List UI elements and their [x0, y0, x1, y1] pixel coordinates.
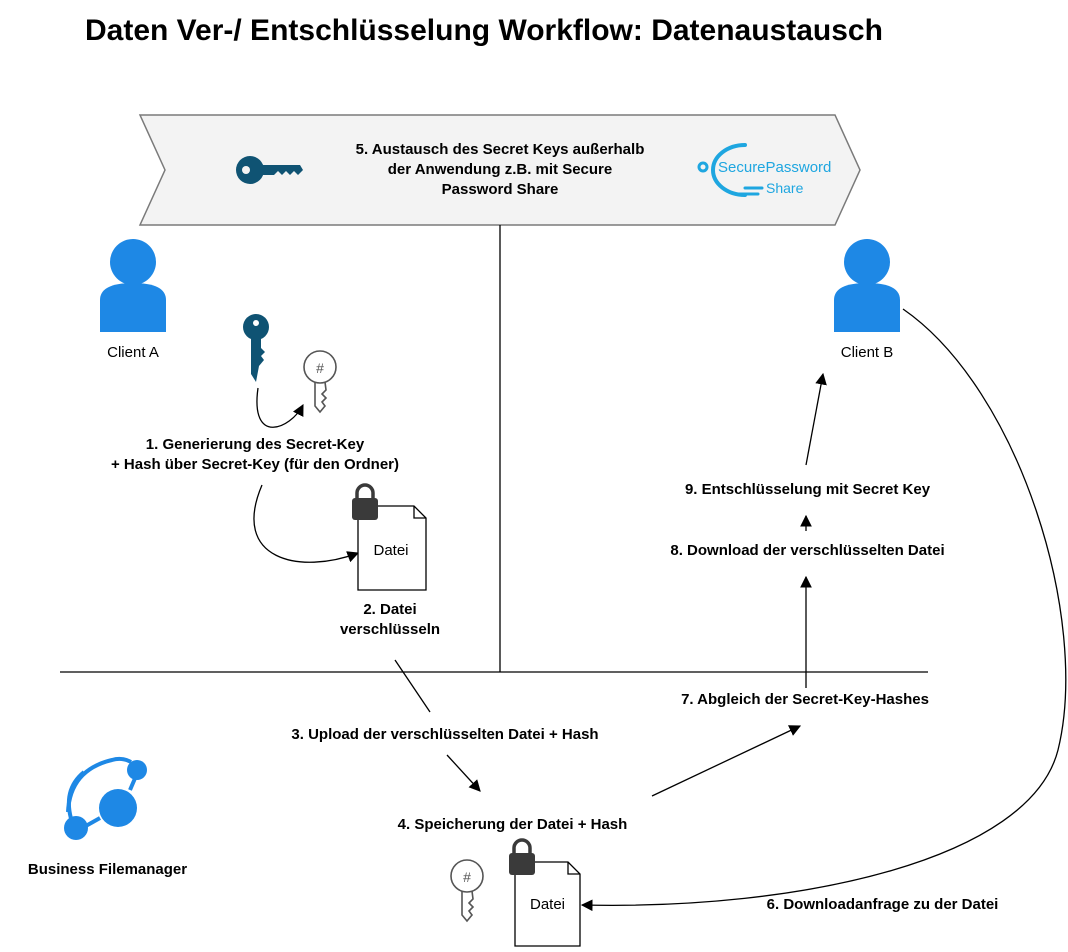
step-2-line-1: 2. Datei	[363, 601, 417, 618]
step-2-label: 2. Datei verschlüsseln	[320, 600, 460, 640]
step-8-label: 8. Download der verschlüsselten Datei	[670, 542, 945, 559]
client-file-lock-icon	[352, 483, 378, 520]
client-b-person-icon	[834, 239, 900, 332]
banner-arrow-shape	[138, 114, 861, 226]
securepassword-logo-icon	[697, 143, 764, 197]
hash-key-icon: #	[303, 350, 337, 414]
connector-step1-to-file	[253, 484, 360, 563]
client-file-label: Datei	[373, 542, 409, 559]
svg-text:#: #	[316, 360, 324, 376]
step-7-label: 7. Abgleich der Secret-Key-Hashes	[681, 691, 929, 708]
step-4-label: 4. Speicherung der Datei + Hash	[397, 816, 628, 833]
filemanager-logo-icon	[64, 756, 147, 840]
client-file-document-icon	[357, 505, 427, 591]
step-2-line-2: verschlüsseln	[339, 621, 441, 638]
step-1-label: 1. Generierung des Secret-Key + Hash übe…	[70, 435, 440, 475]
banner-text: 5. Austausch des Secret Keys außerhalb d…	[330, 140, 670, 200]
connector-key-to-hash	[256, 387, 304, 428]
client-a-label: Client A	[107, 344, 159, 361]
step-1-line-1: 1. Generierung des Secret-Key	[145, 436, 365, 453]
server-hash-key-icon: #	[450, 859, 484, 923]
logo-text-secondary: Share	[766, 180, 804, 196]
banner-key-icon	[236, 156, 303, 184]
server-file-label: Datei	[529, 896, 566, 913]
step-1-line-2: + Hash über Secret-Key (für den Ordner)	[111, 456, 399, 473]
step-6-label: 6. Downloadanfrage zu der Datei	[766, 896, 999, 913]
banner-text-line-2: der Anwendung z.B. mit Secure	[387, 161, 613, 178]
secret-key-icon	[243, 314, 269, 382]
step-3-label: 3. Upload der verschlüsselten Datei + Ha…	[291, 726, 599, 743]
filemanager-label: Business Filemanager	[27, 861, 188, 878]
connector-step2-to-step3	[394, 659, 431, 713]
logo-text-primary: SecurePassword	[718, 159, 832, 176]
svg-text:#: #	[463, 869, 471, 885]
server-file-lock-icon	[509, 838, 535, 875]
banner-text-line-1: 5. Austausch des Secret Keys außerhalb	[355, 141, 645, 158]
connector-step9-to-client-b	[805, 372, 827, 466]
connector-step4-to-step7	[651, 725, 802, 797]
connector-step3-to-step4	[446, 754, 481, 792]
client-b-label: Client B	[840, 344, 894, 361]
server-file-document-icon	[514, 861, 581, 947]
page-title: Daten Ver-/ Entschlüsselung Workflow: Da…	[85, 14, 883, 47]
client-a-person-icon	[100, 239, 166, 332]
banner-text-line-3: Password Share	[441, 181, 559, 198]
step-9-label: 9. Entschlüsselung mit Secret Key	[684, 481, 931, 498]
connector-download-request	[580, 308, 1067, 912]
